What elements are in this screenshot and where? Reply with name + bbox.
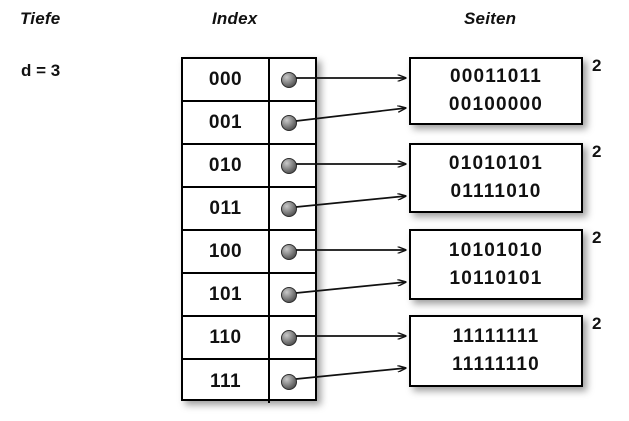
- column-heading-index: Index: [212, 9, 258, 28]
- index-key: 010: [183, 145, 270, 186]
- table-row: 111: [183, 360, 315, 403]
- page-line: 01111010: [450, 181, 542, 202]
- index-pointer-cell: [270, 59, 315, 100]
- pointer-dot-icon: [281, 71, 297, 88]
- index-pointer-cell: [270, 317, 315, 358]
- index-key: 011: [183, 188, 270, 229]
- pointer-dot-icon: [281, 157, 297, 174]
- index-pointer-cell: [270, 145, 315, 186]
- index-table: 000 001 010 011 100: [181, 57, 317, 403]
- depth-value-label: d = 3: [21, 61, 61, 80]
- table-row: 001: [183, 102, 315, 145]
- page-box: 10101010 10110101: [409, 229, 583, 300]
- page-box: 00011011 00100000: [409, 57, 583, 125]
- pointer-dot-icon: [281, 243, 297, 260]
- index-key: 111: [183, 360, 270, 403]
- page-line: 00100000: [448, 94, 544, 115]
- table-row: 110: [183, 317, 315, 360]
- index-pointer-cell: [270, 102, 315, 143]
- table-row: 010: [183, 145, 315, 188]
- page-line: 01010101: [448, 153, 544, 175]
- table-row: 100: [183, 231, 315, 274]
- page-count-label: 2: [592, 228, 602, 247]
- index-pointer-cell: [270, 360, 315, 403]
- column-heading-depth: Tiefe: [20, 9, 61, 28]
- index-key: 000: [183, 59, 270, 100]
- pointer-dot-icon: [281, 200, 297, 217]
- page-count-label: 2: [592, 142, 602, 161]
- page-box: 11111111 11111110: [409, 315, 583, 387]
- index-pointer-cell: [270, 188, 315, 229]
- table-row: 101: [183, 274, 315, 317]
- index-key: 110: [183, 317, 270, 358]
- index-key: 100: [183, 231, 270, 272]
- pointer-dot-icon: [281, 286, 297, 303]
- pointer-dot-icon: [281, 373, 297, 390]
- pointer-dot-icon: [281, 329, 297, 346]
- page-count-label: 2: [592, 56, 602, 75]
- table-row: 000: [183, 59, 315, 102]
- table-row: 011: [183, 188, 315, 231]
- page-line: 11111111: [452, 326, 540, 348]
- page-box: 01010101 01111010: [409, 143, 583, 213]
- page-line: 10110101: [449, 267, 543, 289]
- page-count-label: 2: [592, 314, 602, 333]
- page-line: 00011011: [449, 66, 543, 88]
- page-line: 11111110: [452, 354, 540, 375]
- index-key: 001: [183, 102, 270, 143]
- pointer-dot-icon: [281, 114, 297, 131]
- column-heading-pages: Seiten: [464, 9, 517, 28]
- page-line: 10101010: [448, 239, 544, 261]
- index-pointer-cell: [270, 231, 315, 272]
- index-key: 101: [183, 274, 270, 315]
- index-pointer-cell: [270, 274, 315, 315]
